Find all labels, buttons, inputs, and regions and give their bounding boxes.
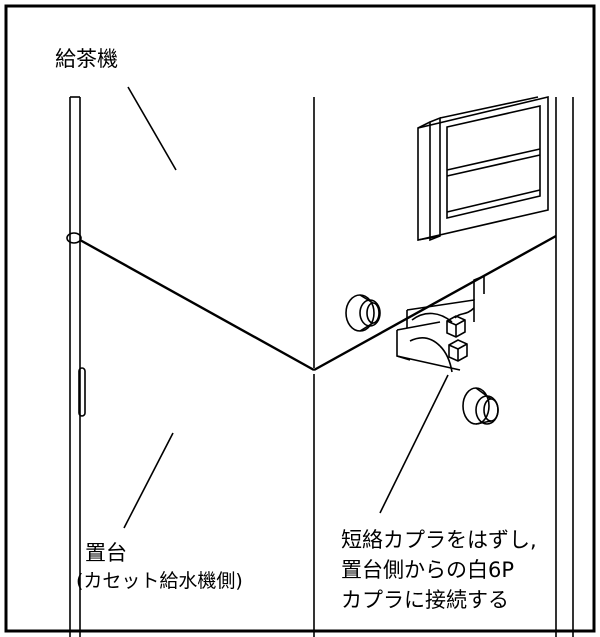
label-stand-sub: (カセット給水機側) [76, 570, 243, 592]
leader-stand [123, 432, 174, 529]
knob-upper [345, 294, 381, 332]
label-instruction-line2: 置台側からの白6P [341, 558, 515, 582]
label-tea-machine: 給茶機 [55, 47, 118, 71]
leader-tea-machine [127, 86, 177, 171]
machine-window [417, 95, 549, 242]
connector-assembly [396, 274, 485, 373]
machine-stand-seam [79, 234, 557, 372]
leader-instruction [379, 374, 449, 514]
cabinet-right-edge [555, 97, 574, 637]
leader-lines [123, 86, 449, 529]
label-instruction-line1: 短絡カプラをはずし, [341, 528, 537, 552]
label-instruction-line3: カプラに接続する [341, 588, 509, 612]
label-stand: 置台 [85, 541, 127, 565]
outer-border [4, 4, 596, 633]
knob-lower [462, 387, 499, 425]
cabinet-left-edge [66, 96, 86, 637]
